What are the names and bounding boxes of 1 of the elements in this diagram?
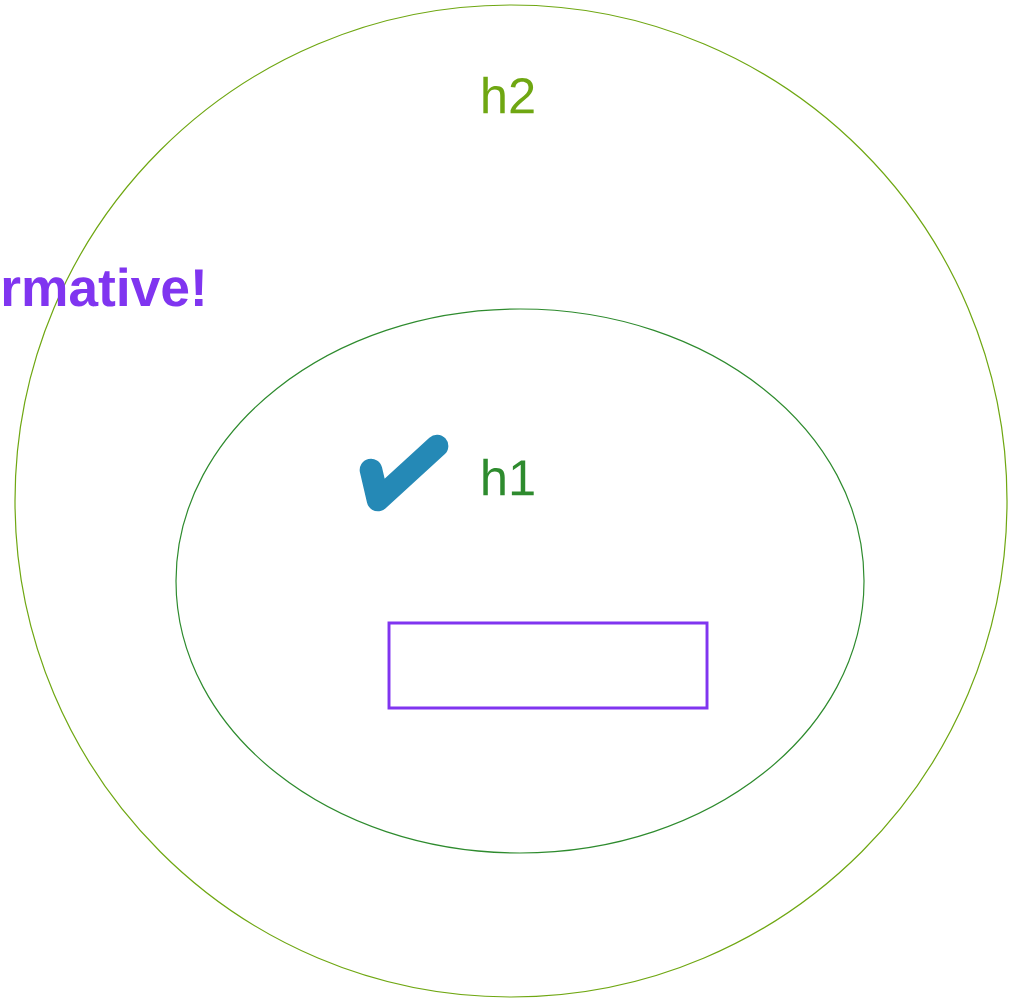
empty-rectangle xyxy=(387,621,709,710)
